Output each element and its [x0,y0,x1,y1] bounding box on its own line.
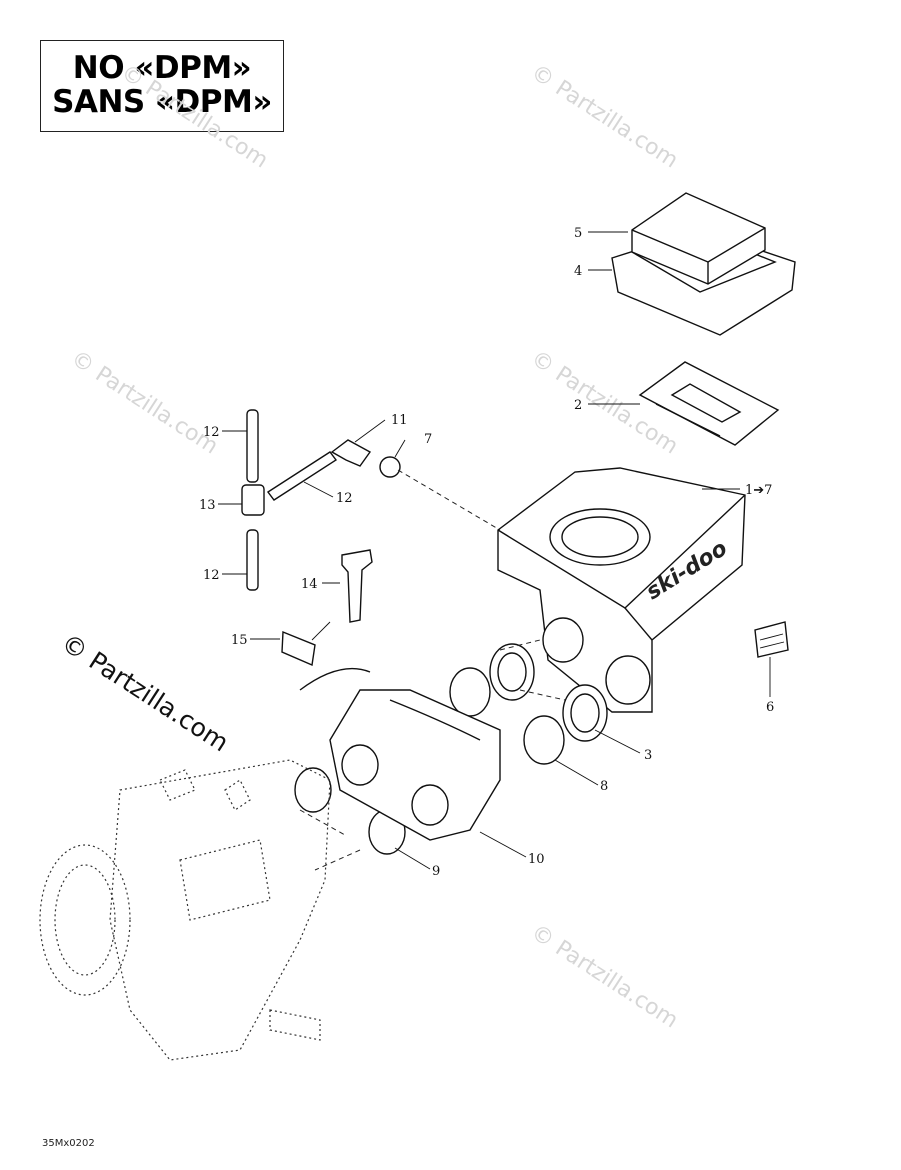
part-air-silencer: ski-doo [497,467,746,713]
callout-10: 10 [528,852,545,867]
callout-12: 12 [203,425,220,440]
title-box: NO «DPM» SANS «DPM» [40,40,284,132]
part-hose-upper [246,409,259,483]
engine-outline [39,759,331,1061]
callout-8: 8 [600,779,608,794]
part-adaptor [489,643,608,742]
callout-3: 3 [644,748,652,763]
callout-4: 4 [574,264,582,279]
callout-15: 15 [231,633,248,648]
callout-12: 12 [203,568,220,583]
part-label [754,621,789,658]
callout-1-7: 1➔7 [745,483,772,498]
callout-2: 2 [574,398,582,413]
part-elbow-fitting [330,439,372,467]
callout-13: 13 [199,498,216,513]
callout-12: 12 [336,491,353,506]
callout-6: 6 [766,700,774,715]
part-t-fitting [241,484,265,516]
part-hose-diagonal [266,451,338,501]
part-clip [281,621,331,667]
callout-5: 5 [574,226,582,241]
drawing-code: 35Mx0202 [42,1138,95,1149]
part-hose-lower [246,529,259,591]
callout-11: 11 [391,413,408,428]
callout-9: 9 [432,864,440,879]
callout-14: 14 [301,577,318,592]
part-plate [638,361,780,446]
title-line-1: NO «DPM» [72,50,252,86]
title-line-2: SANS «DPM» [52,84,272,120]
part-plug [379,456,401,478]
part-bracket [341,549,373,623]
callout-7: 7 [424,432,432,447]
part-air-filter [631,192,766,285]
part-carburetor [299,667,501,841]
